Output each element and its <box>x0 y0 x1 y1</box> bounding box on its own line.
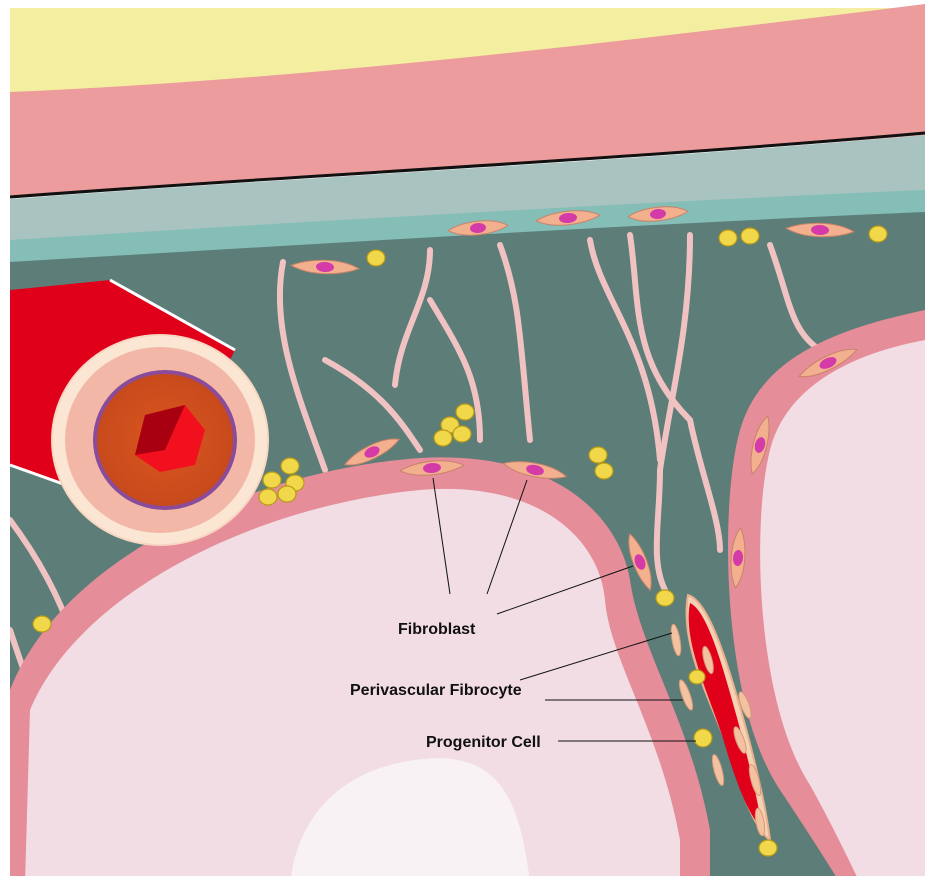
progenitor-cell-label: Progenitor Cell <box>426 734 541 751</box>
fibroblast-label: Fibroblast <box>398 621 476 638</box>
perivascular-fibrocyte-label: Perivascular Fibrocyte <box>350 682 522 699</box>
